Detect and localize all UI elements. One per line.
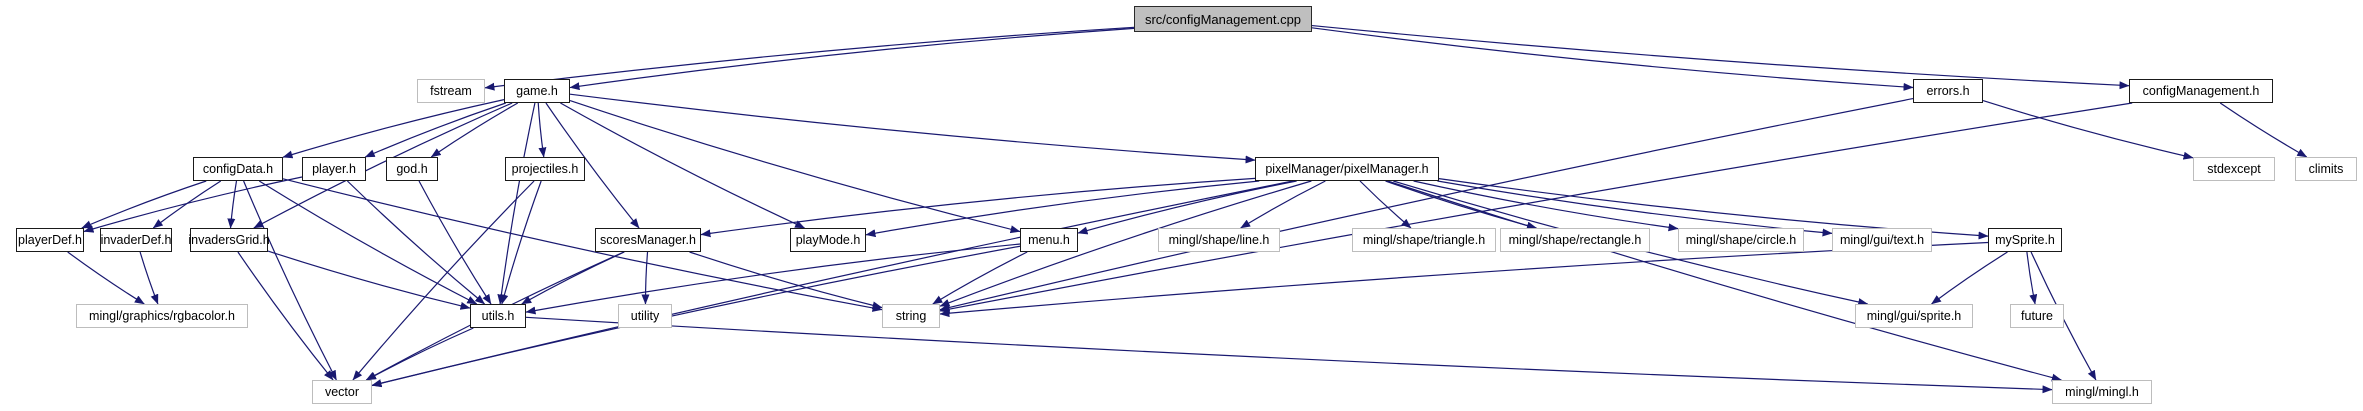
edge-configManagement_h-to-string [939,102,2133,314]
edge-game_h-to-scoresManager_h [545,102,640,229]
node-shape_line: mingl/shape/line.h [1158,228,1280,252]
node-shape_rectangle: mingl/shape/rectangle.h [1500,228,1650,252]
edge-pixelManager_h-to-gui_text [1437,180,1833,237]
edge-scoresManager_h-to-utility [641,251,650,305]
node-game_h[interactable]: game.h [504,79,570,103]
edge-configData_h-to-playerDef_h [81,180,207,229]
edge-player_h-to-utils_h [346,180,485,305]
edge-player_h-to-playerDef_h [83,176,303,233]
edge-game_h-to-utils_h [497,102,536,305]
edge-game_h-to-invadersGrid_h [253,102,513,229]
node-invaderDef_h[interactable]: invaderDef.h [100,228,172,252]
edge-god_h-to-utils_h [418,180,492,305]
edge-configData_h-to-vector [243,180,337,381]
edge-root-to-game_h [569,27,1135,91]
edge-pixelManager_h-to-vector [371,180,1294,387]
edge-pixelManager_h-to-shape_triangle [1359,180,1412,229]
node-projectiles_h[interactable]: projectiles.h [505,157,585,181]
node-configData_h[interactable]: configData.h [193,157,283,181]
node-utility: utility [618,304,672,328]
edge-errors_h-to-stdexcept [1982,99,2194,160]
edge-game_h-to-projectiles_h [537,102,547,158]
node-invadersGrid_h[interactable]: invadersGrid.h [188,228,270,252]
node-scoresManager_h[interactable]: scoresManager.h [595,228,701,252]
node-god_h[interactable]: god.h [386,157,438,181]
edge-game_h-to-menu_h [569,100,1021,234]
edge-game_h-to-configData_h [282,99,505,159]
node-gui_text: mingl/gui/text.h [1832,228,1932,252]
node-playerDef_h[interactable]: playerDef.h [16,228,84,252]
edge-game_h-to-playMode_h [560,102,806,229]
edge-configData_h-to-invadersGrid_h [227,180,238,229]
edge-mySprite_h-to-future [2026,251,2038,305]
edge-utils_h-to-vector [366,327,474,381]
edge-utils_h-to-mingl_h [525,316,2053,394]
edge-projectiles_h-to-utils_h [500,180,542,305]
edge-pixelManager_h-to-mingl_h [1387,180,2062,382]
edge-root-to-configManagement_h [1311,24,2130,90]
node-player_h[interactable]: player.h [302,157,366,181]
edge-invadersGrid_h-to-utils_h [267,250,471,310]
node-fstream: fstream [417,79,485,103]
node-playMode_h[interactable]: playMode.h [790,228,866,252]
node-future: future [2010,304,2064,328]
edge-playerDef_h-to-rgbacolor [67,251,145,305]
edge-pixelManager_h-to-scoresManager_h [700,177,1256,238]
node-climits: climits [2295,157,2357,181]
edge-game_h-to-pixelManager_h [569,93,1256,164]
node-errors_h[interactable]: errors.h [1913,79,1983,103]
edge-pixelManager_h-to-menu_h [1077,180,1297,235]
edge-errors_h-to-string [939,98,1914,312]
node-utils_h[interactable]: utils.h [470,304,526,328]
node-rgbacolor: mingl/graphics/rgbacolor.h [76,304,248,328]
edge-invaderDef_h-to-rgbacolor [139,251,159,305]
edge-scoresManager_h-to-utils_h [521,251,625,305]
edge-menu_h-to-utils_h [525,243,1021,315]
node-mySprite_h[interactable]: mySprite.h [1988,228,2062,252]
edge-pixelManager_h-to-shape_line [1240,180,1326,229]
edge-configManagement_h-to-climits [2219,102,2308,158]
node-gui_sprite: mingl/gui/sprite.h [1855,304,1973,328]
edge-menu_h-to-string [932,251,1028,305]
node-string: string [882,304,940,328]
edge-menu_h-to-vector [371,245,1021,388]
node-mingl_h: mingl/mingl.h [2052,380,2152,404]
edge-configData_h-to-utils_h [258,180,478,305]
edge-root-to-fstream [484,26,1135,91]
node-vector: vector [312,380,372,404]
edge-game_h-to-player_h [364,102,506,158]
edge-game_h-to-god_h [430,102,519,158]
edge-invadersGrid_h-to-vector [237,251,334,381]
edge-pixelManager_h-to-shape_circle [1413,180,1679,232]
node-root: src/configManagement.cpp [1134,6,1312,32]
node-stdexcept: stdexcept [2193,157,2275,181]
edge-mySprite_h-to-gui_sprite [1931,251,2008,305]
edge-projectiles_h-to-vector [352,180,535,381]
node-shape_circle: mingl/shape/circle.h [1678,228,1804,252]
node-pixelManager_h[interactable]: pixelManager/pixelManager.h [1255,157,1439,181]
edge-mySprite_h-to-string [939,241,1989,318]
edge-root-to-errors_h [1311,27,1914,91]
node-configManagement_h[interactable]: configManagement.h [2129,79,2273,103]
node-shape_triangle: mingl/shape/triangle.h [1352,228,1496,252]
edge-scoresManager_h-to-string [689,251,883,310]
edge-pixelManager_h-to-string [939,180,1312,307]
node-menu_h[interactable]: menu.h [1020,228,1078,252]
edge-pixelManager_h-to-playMode_h [865,180,1260,238]
